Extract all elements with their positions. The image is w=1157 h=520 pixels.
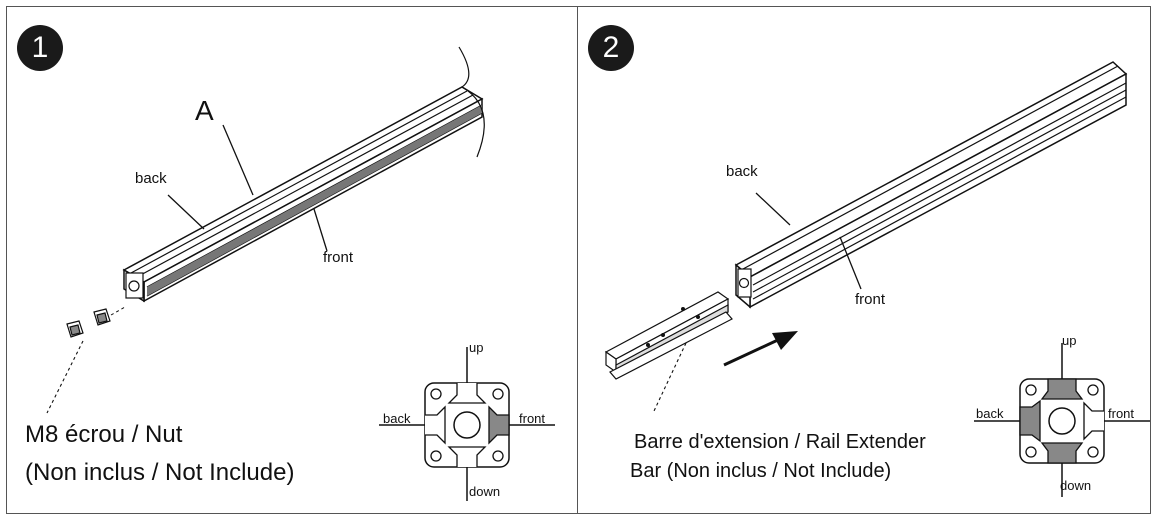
profile-cross-section	[379, 347, 555, 501]
label-front: front	[323, 249, 354, 266]
label-back: back	[726, 163, 758, 180]
caption-line-2: Bar (Non inclus / Not Include)	[630, 460, 892, 482]
profile-label-front: front	[1108, 406, 1135, 421]
profile-label-back: back	[976, 406, 1004, 421]
caption-line-2: (Non inclus / Not Include)	[25, 459, 295, 486]
caption-line-1: M8 écrou / Nut	[25, 421, 183, 448]
step-1-panel: 1	[6, 6, 578, 514]
label-back: back	[135, 170, 167, 187]
label-a: A	[195, 95, 214, 126]
rail-extension-illustration	[604, 61, 1150, 497]
step-2-panel: 2	[577, 6, 1151, 514]
profile-label-back: back	[383, 411, 411, 426]
step-number-badge: 2	[588, 25, 634, 71]
profile-label-down: down	[469, 484, 501, 499]
profile-cross-section	[974, 343, 1150, 497]
profile-label-up: up	[1062, 333, 1077, 348]
label-front: front	[855, 291, 886, 308]
profile-label-down: down	[1060, 478, 1092, 493]
profile-label-up: up	[469, 340, 484, 355]
profile-label-front: front	[519, 411, 546, 426]
step-number-badge: 1	[17, 25, 63, 71]
rail-illustration	[46, 46, 555, 501]
caption-line-1: Barre d'extension / Rail Extender	[634, 431, 926, 453]
